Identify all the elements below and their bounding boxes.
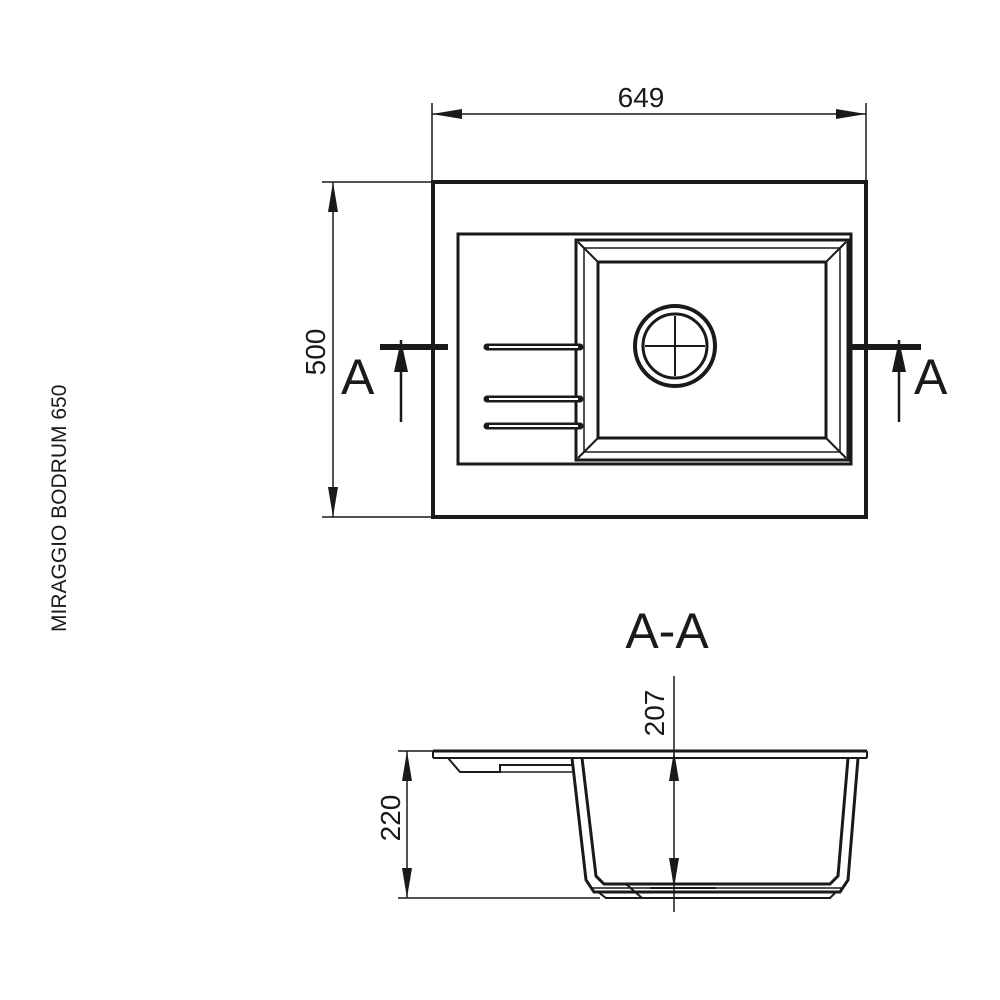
section-cut-right bbox=[852, 340, 921, 422]
bowl-depth-dimension: 207 bbox=[639, 690, 670, 737]
section-cut-left bbox=[380, 340, 448, 422]
depth-dimension: 500 bbox=[300, 329, 331, 376]
bowl-rim-inner bbox=[596, 260, 828, 440]
bowl-rim-outer bbox=[574, 238, 850, 462]
total-height-dimension-line bbox=[398, 750, 600, 899]
drainboard-grooves bbox=[483, 343, 584, 430]
drainboard-groove-centers bbox=[489, 346, 578, 427]
bowl-depth-dimension-line bbox=[669, 676, 679, 912]
section-mark-left: A bbox=[341, 349, 375, 405]
bowl-profile bbox=[570, 757, 860, 899]
width-dimension: 649 bbox=[618, 82, 665, 113]
section-view: 207 220 bbox=[375, 676, 868, 912]
model-name: MIRAGGIO BODRUM 650 bbox=[48, 385, 71, 632]
section-mark-right: A bbox=[914, 349, 948, 405]
section-title: A-A bbox=[625, 603, 709, 659]
width-dimension-line bbox=[431, 103, 867, 180]
depth-dimension-line bbox=[322, 181, 432, 518]
total-height-dimension: 220 bbox=[375, 795, 406, 842]
bowl-bevel-lines bbox=[577, 241, 847, 459]
drain-outlet bbox=[625, 883, 716, 899]
top-view: A A 649 500 bbox=[300, 82, 948, 519]
drainboard-profile bbox=[447, 757, 573, 773]
drain-icon bbox=[633, 304, 717, 388]
drainboard-recess bbox=[456, 232, 853, 466]
